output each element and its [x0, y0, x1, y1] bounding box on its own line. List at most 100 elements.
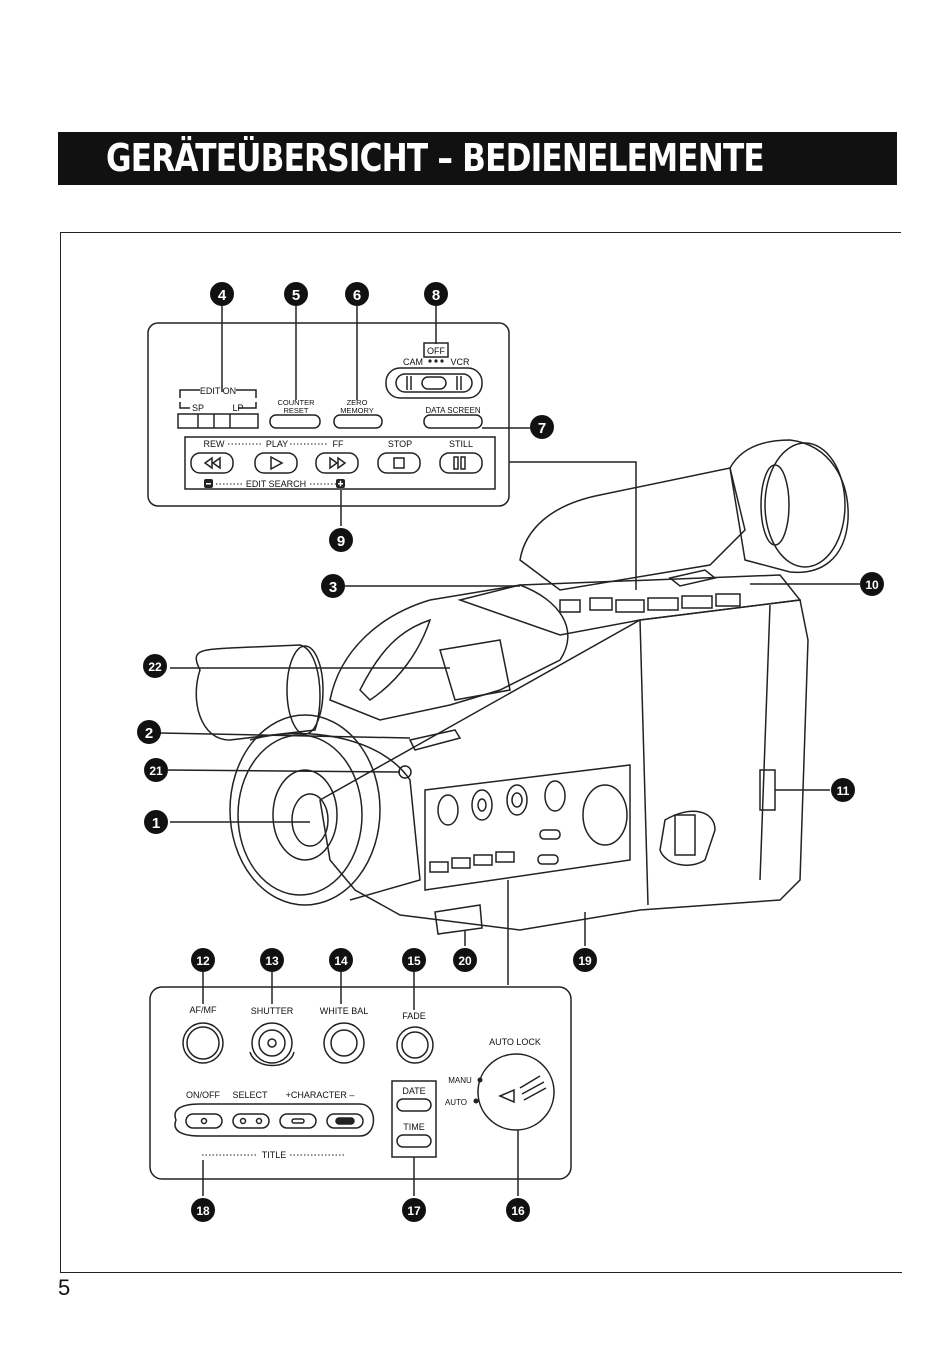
lens-outer — [229, 714, 381, 906]
svg-text:8: 8 — [432, 287, 440, 304]
transport-box — [184, 436, 496, 490]
edit-on-switch — [177, 413, 259, 429]
svg-text:17: 17 — [407, 1204, 421, 1218]
label-date: DATE — [402, 1086, 425, 1096]
time-button — [396, 1134, 432, 1148]
svg-text:19: 19 — [578, 954, 592, 968]
afmf-button — [182, 1022, 224, 1064]
auto-lock-dial — [477, 1053, 555, 1131]
label-vcr: VCR — [450, 357, 470, 367]
label-off: OFF — [427, 346, 445, 356]
camera-body — [319, 599, 809, 931]
label-sp: SP — [192, 403, 204, 413]
callout-9: 9 — [329, 528, 353, 552]
callout-18: 18 — [191, 1198, 215, 1222]
svg-text:10: 10 — [865, 578, 879, 592]
svg-text:5: 5 — [292, 287, 300, 304]
callout-3: 3 — [321, 574, 345, 598]
callout-6: 6 — [345, 282, 369, 306]
label-character: +CHARACTER – — [286, 1090, 355, 1100]
callout-14: 14 — [329, 948, 353, 972]
white-bal-button — [323, 1022, 365, 1064]
svg-text:14: 14 — [334, 954, 348, 968]
label-data-screen: DATA SCREEN — [425, 406, 480, 415]
play-button — [254, 452, 298, 474]
shutter-button — [251, 1022, 293, 1064]
callout-21: 21 — [144, 758, 168, 782]
label-title: TITLE — [262, 1150, 287, 1160]
diagram-frame — [60, 232, 901, 1273]
callout-10: 10 — [860, 572, 884, 596]
svg-text:3: 3 — [329, 579, 337, 596]
svg-text:11: 11 — [837, 784, 850, 798]
callout-2: 2 — [137, 720, 161, 744]
still-button — [439, 452, 483, 474]
label-white-bal: WHITE BAL — [320, 1006, 369, 1016]
character-minus-button — [326, 1113, 364, 1129]
label-memory: MEMORY — [340, 406, 374, 415]
svg-text:12: 12 — [196, 954, 210, 968]
callout-7: 7 — [530, 415, 554, 439]
callout-13: 13 — [260, 948, 284, 972]
svg-text:13: 13 — [265, 954, 279, 968]
title-select-button — [232, 1113, 270, 1129]
label-fade: FADE — [402, 1011, 426, 1021]
rew-button — [190, 452, 234, 474]
page-title: GERÄTEÜBERSICHT – BEDIENELEMENTE — [106, 136, 765, 180]
counter-reset-button — [269, 414, 321, 429]
callout-1: 1 — [144, 810, 168, 834]
stop-button — [377, 452, 421, 474]
label-onoff: ON/OFF — [186, 1090, 220, 1100]
svg-text:18: 18 — [196, 1204, 210, 1218]
label-auto: AUTO — [445, 1098, 467, 1107]
svg-text:2: 2 — [145, 725, 153, 742]
callout-5: 5 — [284, 282, 308, 306]
label-cam: CAM — [403, 357, 423, 367]
callout-19: 19 — [573, 948, 597, 972]
title-button-group — [174, 1103, 375, 1137]
ff-button — [315, 452, 359, 474]
callout-15: 15 — [402, 948, 426, 972]
bottom-control-panel — [149, 986, 572, 1180]
fade-button — [396, 1026, 434, 1064]
svg-text:1: 1 — [152, 815, 160, 832]
callout-8: 8 — [424, 282, 448, 306]
top-control-panel — [147, 322, 510, 507]
svg-text:9: 9 — [337, 533, 345, 550]
label-lp: LP — [232, 403, 243, 413]
character-plus-button — [279, 1113, 317, 1129]
label-play: PLAY — [266, 439, 288, 449]
label-stop: STOP — [388, 439, 412, 449]
callout-16: 16 — [506, 1198, 530, 1222]
svg-text:22: 22 — [148, 660, 162, 674]
label-select: SELECT — [232, 1090, 268, 1100]
svg-text:15: 15 — [407, 954, 421, 968]
data-screen-button — [423, 414, 483, 429]
label-zero: ZERO — [347, 398, 368, 407]
frame-bottom-rule — [60, 1272, 902, 1273]
zero-memory-button — [333, 414, 383, 429]
section-banner: GERÄTEÜBERSICHT – BEDIENELEMENTE — [58, 132, 897, 185]
page-number: 5 — [58, 1275, 71, 1300]
svg-text:20: 20 — [458, 954, 472, 968]
front-control-panel — [424, 764, 631, 891]
callout-17: 17 — [402, 1198, 426, 1222]
svg-text:6: 6 — [353, 287, 361, 304]
label-reset: RESET — [283, 406, 308, 415]
callout-20: 20 — [453, 948, 477, 972]
label-edit-on: EDIT ON — [200, 386, 236, 396]
title-onoff-button — [185, 1113, 223, 1129]
callout-12: 12 — [191, 948, 215, 972]
label-rew: REW — [204, 439, 226, 449]
viewfinder-body — [519, 467, 746, 591]
svg-text:21: 21 — [149, 764, 163, 778]
label-counter: COUNTER — [277, 398, 315, 407]
label-afmf: AF/MF — [190, 1005, 217, 1015]
label-ff: FF — [333, 439, 344, 449]
label-still: STILL — [449, 439, 473, 449]
label-edit-search: EDIT SEARCH — [246, 479, 306, 489]
svg-text:7: 7 — [538, 420, 546, 437]
lens-glass — [272, 769, 338, 861]
microphone — [195, 644, 321, 741]
